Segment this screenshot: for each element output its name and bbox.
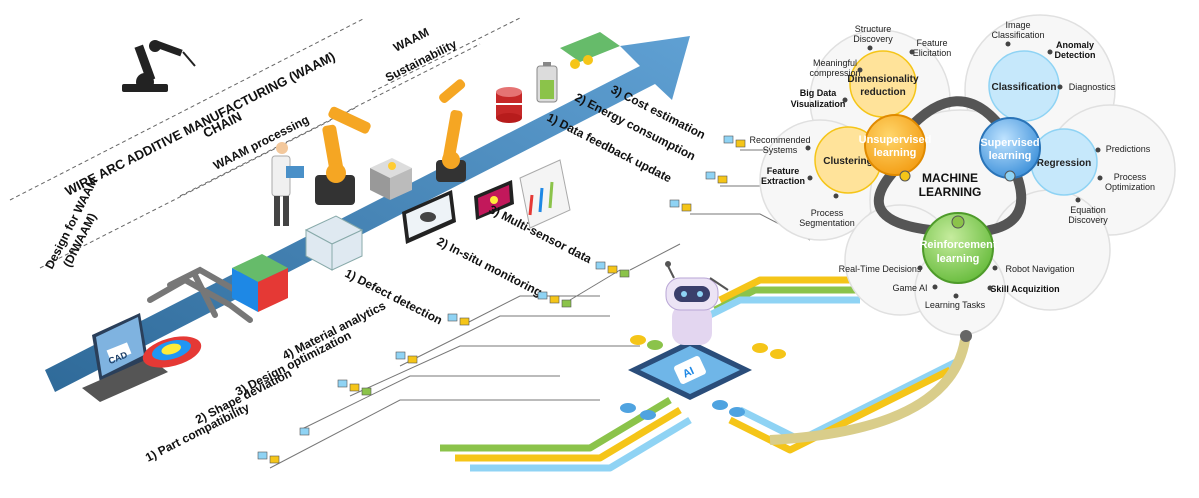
section-sustainability: WAAM Sustainability [383,25,459,85]
label-meaningful: Meaningful [813,58,857,68]
topology-part-icon [147,266,253,323]
reinforcement-line2: learning [937,253,980,265]
label-game-ai: Game AI [892,283,927,293]
flow-line-blue [470,416,692,472]
connector-multisensor [629,243,681,271]
label-optimization: Optimization [1105,182,1155,192]
label-big-data: Big Data [800,88,838,98]
sensor-chart-icon [519,159,571,229]
connector-material [399,315,610,367]
label-recommended: Recommended [749,135,810,145]
item-insitu-monitoring: 2) In-situ monitoring [435,234,545,299]
flow-line-blue-top [698,296,860,324]
label-systems: Systems [763,145,798,155]
supervised-line1: Supervised [980,137,1039,149]
battery-icon [536,62,558,103]
laptop-cad-icon: CAD [82,313,168,402]
operator-icon [271,142,304,226]
label-detection: Detection [1054,50,1095,60]
chip-pins [620,335,786,420]
label-predictions: Predictions [1106,144,1151,154]
label-process-opt: Process [1114,172,1147,182]
database-icon [496,87,522,123]
material-cube-icon [232,254,288,312]
flow-line-yellow-top [718,276,890,304]
label-diagnostics: Diagnostics [1069,82,1116,92]
divider-processing [179,43,481,197]
dimensionality-line1: Dimensionality [847,74,919,85]
label-equation-discovery: Discovery [1068,215,1108,225]
item-data-feedback: 1) Data feedback update [545,110,675,185]
money-icon [560,32,620,69]
label-structure: Structure [855,24,892,34]
label-equation: Equation [1070,205,1106,215]
ml-title-line1: MACHINE [922,171,978,185]
classification-label: Classification [991,82,1056,93]
regression-label: Regression [1037,158,1091,169]
connector-insitu [569,269,621,301]
dimensionality-line2: reduction [860,87,906,98]
flow-line-yellow [455,406,682,462]
divider-title [9,17,366,201]
ml-label-dots [805,41,1103,299]
clustering-label: Clustering [823,156,872,167]
label-process: Process [811,208,844,218]
item-part-compatibility: 1) Part compatibility [143,400,252,465]
item-color-tags [257,135,746,464]
defect-cube-icon [304,215,364,271]
robot-arm-second-icon [436,79,466,182]
unsupervised-line2: learning [874,147,917,159]
section-dividers [9,17,521,269]
thermal-display-icon [474,180,514,220]
camera-monitor-icon [402,190,456,244]
label-discovery: Discovery [853,34,893,44]
label-feature-ex: Feature [767,166,800,176]
label-skill: Skill Acquizition [990,284,1059,294]
node-reinforcement [922,212,994,284]
label-visualization: Visualization [791,99,846,109]
label-extraction: Extraction [761,176,805,186]
ml-subnode-labels: Dimensionality reduction Clustering Clas… [823,74,1091,169]
shape-deviation-icon [142,336,202,368]
connector-part-compat [269,399,600,469]
connector-end-orb [960,330,972,342]
ml-main-nodes [864,114,1041,284]
label-anomaly: Anomaly [1056,40,1094,50]
ai-robot-icon: AI [628,261,752,400]
connector-shape-dev [299,375,560,431]
divider-design [39,107,356,269]
item-material-analytics: 4) Material analytics [280,298,388,362]
label-segmentation: Segmentation [799,218,855,228]
label-image-classification: Classification [991,30,1044,40]
label-real-time: Real-Time Decisions [839,264,922,274]
sustainability-items: 1) Data feedback update 2) Energy consum… [545,82,708,185]
unsupervised-line1: Unsupervised [859,134,932,146]
label-image: Image [1005,20,1030,30]
connector-defect [464,295,600,325]
label-learning-tasks: Learning Tasks [925,300,986,310]
label-robot-nav: Robot Navigation [1005,264,1074,274]
robot-arm-orange-icon [315,106,371,205]
data-flow-lines [440,276,970,472]
ml-main-labels: Unsupervised learning Supervised learnin… [859,134,1040,265]
flow-line-yellow-right [728,366,952,454]
item-design-optimization: 3) Design optimization [233,328,353,399]
substrate-box-icon [370,158,412,200]
ml-outer-labels: Structure Discovery Feature Elicitation … [749,20,1155,310]
ml-connector-tube [769,339,970,445]
label-elicitation: Elicitation [913,48,952,58]
node-unsupervised [864,114,926,176]
connector-design-opt [349,345,640,397]
supervised-line2: learning [989,150,1032,162]
ml-title-line2: LEARNING [919,185,982,199]
reinforcement-line1: Reinforcement [919,239,996,251]
welding-robot-icon [122,40,196,92]
label-compression: compression [809,68,860,78]
label-feature: Feature [916,38,947,48]
ai-chip-label: AI [681,365,696,381]
